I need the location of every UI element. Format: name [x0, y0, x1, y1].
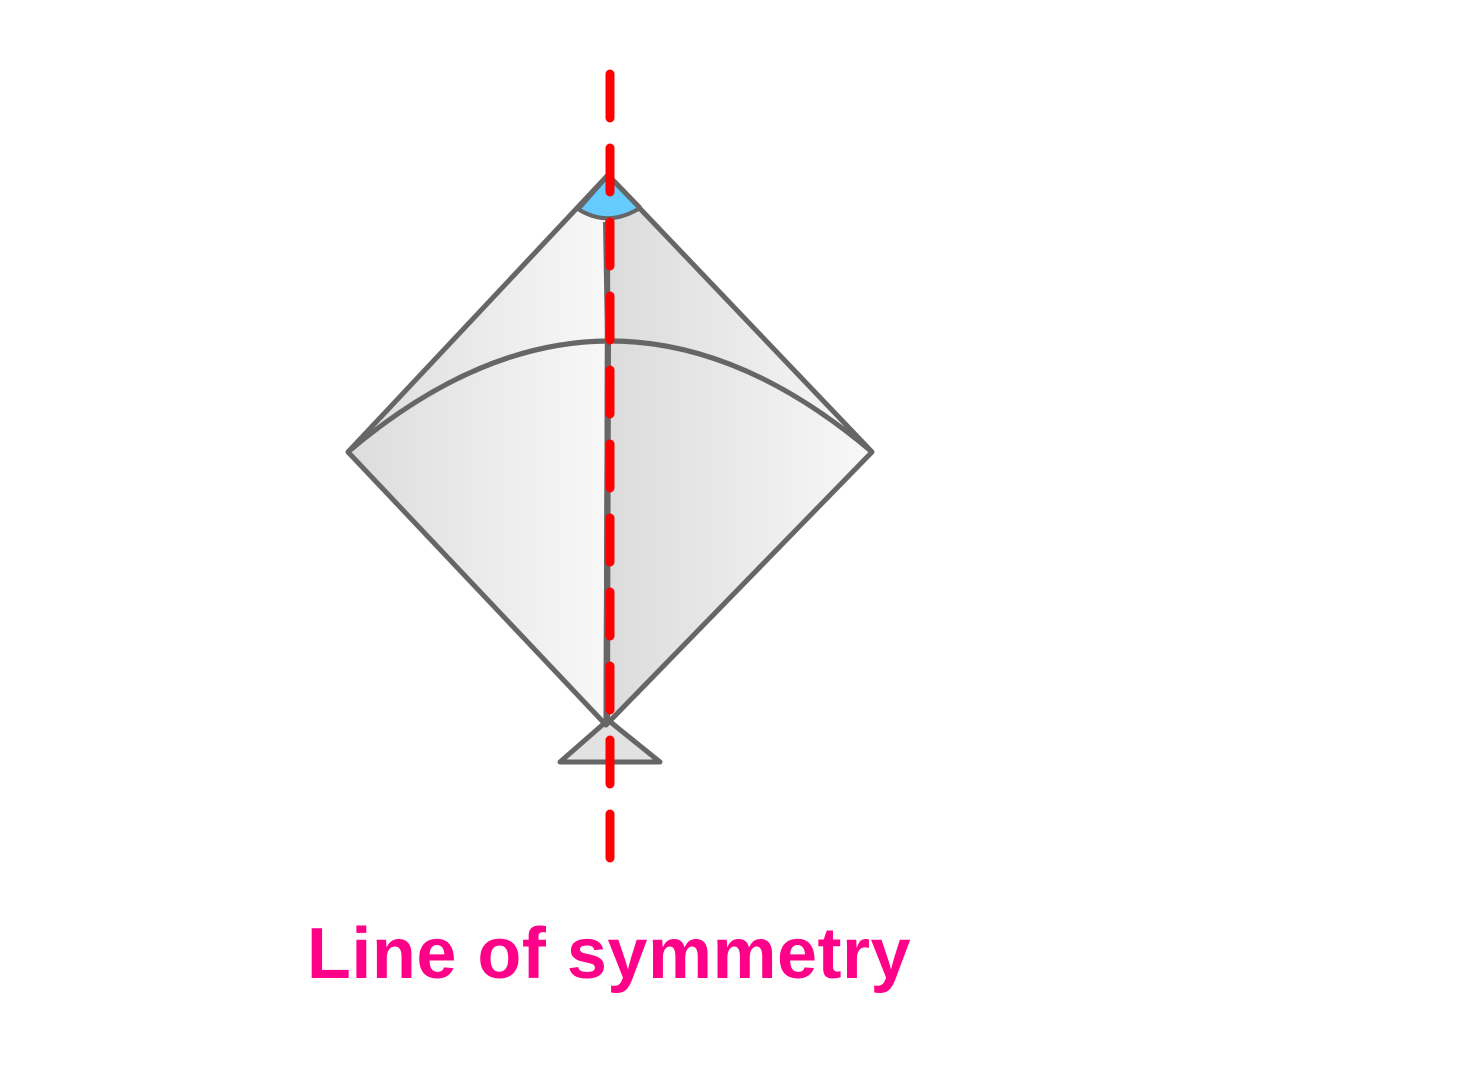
kite-left-half	[345, 172, 611, 728]
kite-right-half	[603, 172, 875, 728]
angle-arc-icon	[578, 175, 640, 219]
caption-label: Line of symmetry	[306, 914, 912, 994]
